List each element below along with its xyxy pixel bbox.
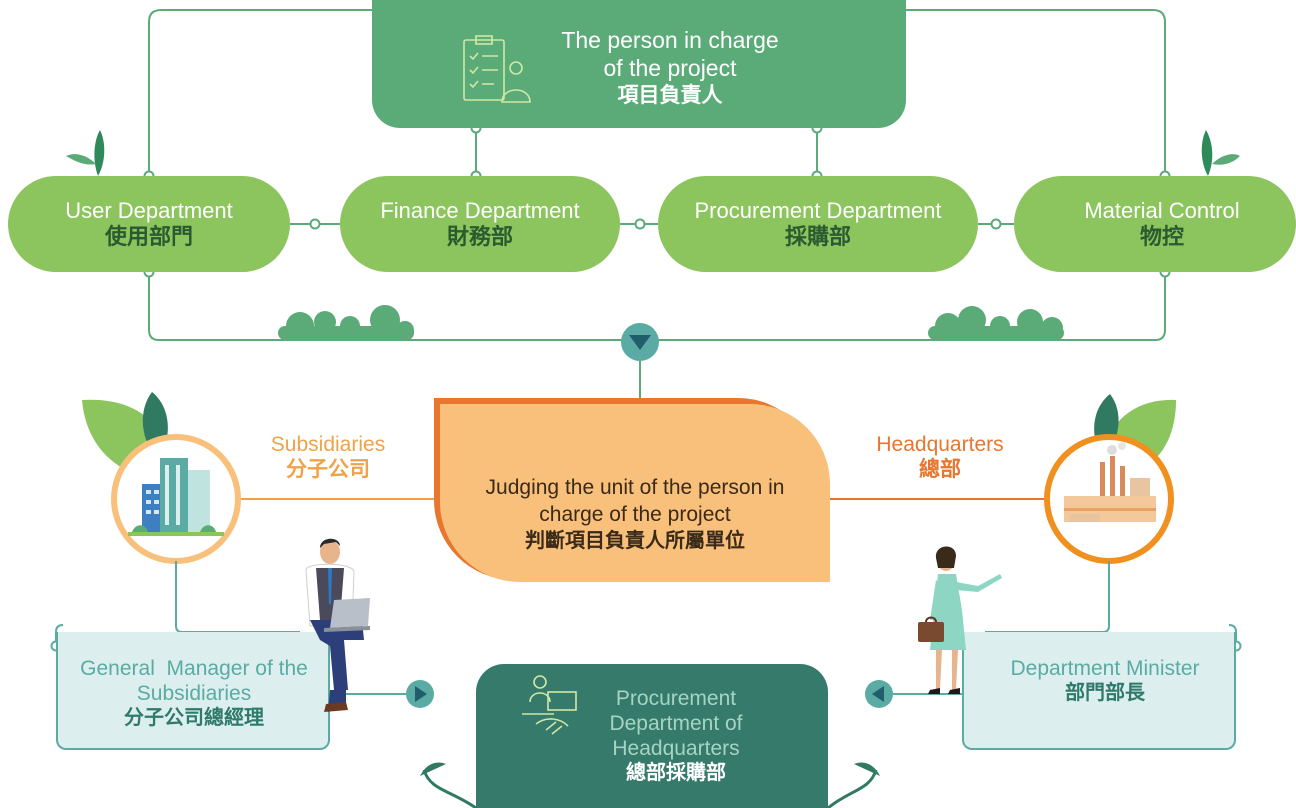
- subsidiaries-label-zh: 分子公司: [286, 458, 370, 482]
- top-box-label: The person in charge of the project 項目負責…: [520, 26, 820, 110]
- connector-top-left: [148, 9, 372, 176]
- department-minister-label: Department Minister 部門部長: [1010, 656, 1200, 706]
- dept-label-material-en: Material Control: [1084, 198, 1240, 223]
- hq-procurement-label-en: Procurement Department of Headquarters: [609, 687, 743, 760]
- top-box: [372, 0, 906, 128]
- sprout-left: [66, 130, 105, 176]
- dept-pill-material: [1014, 176, 1296, 272]
- top-box-label-en: The person in charge of the project: [561, 27, 779, 81]
- headquarters-label: Headquarters 總部: [860, 432, 1020, 482]
- general-manager-label-zh: 分子公司總經理: [124, 707, 264, 729]
- dept-label-user: User Department 使用部門: [8, 198, 290, 251]
- department-minister-box: [962, 632, 1236, 750]
- curl-left-leaf: [420, 762, 446, 776]
- center-box-label: Judging the unit of the person in charge…: [460, 474, 810, 555]
- curl-right-leaf: [854, 762, 880, 776]
- bush-right: [928, 306, 1064, 340]
- subsidiaries-label-en: Subsidiaries: [270, 433, 386, 456]
- curl-left: [422, 769, 477, 808]
- play-left-icon: [865, 680, 893, 708]
- connector-top-right: [906, 9, 1166, 176]
- frame-left: [55, 624, 64, 646]
- curl-right: [827, 769, 878, 808]
- dept-pill-finance: [340, 176, 620, 272]
- headquarters-label-en: Headquarters: [876, 433, 1004, 456]
- node-dots: [143, 122, 1171, 278]
- dept-label-user-zh: 使用部門: [104, 224, 193, 250]
- factory-icon: [1044, 434, 1174, 564]
- sprout-right: [1201, 130, 1240, 176]
- play-right-icon: [406, 680, 434, 708]
- general-manager-label-en: General Manager of the Subsidiaries: [80, 657, 314, 705]
- dept-label-finance-en: Finance Department: [380, 198, 580, 223]
- dept-label-procurement-zh: 採購部: [784, 224, 851, 250]
- frame-right: [1228, 624, 1237, 646]
- dept-label-procurement: Procurement Department 採購部: [658, 198, 978, 251]
- dept-label-material: Material Control 物控: [1024, 198, 1296, 251]
- dept-label-user-en: User Department: [65, 198, 233, 223]
- chevron-down-icon: [621, 323, 659, 361]
- dept-pill-user: [8, 176, 290, 272]
- connector-left-down: [175, 561, 300, 633]
- hq-procurement-label: Procurement Department of Headquarters 總…: [586, 686, 766, 786]
- top-box-label-zh: 項目負責人: [617, 84, 723, 107]
- dept-label-finance-zh: 財務部: [446, 224, 513, 250]
- dept-label-material-zh: 物控: [1139, 224, 1184, 250]
- subsidiaries-label: Subsidiaries 分子公司: [250, 432, 406, 482]
- center-box-label-en: Judging the unit of the person in charge…: [485, 476, 785, 526]
- office-building-icon: [111, 434, 241, 564]
- center-box: [440, 404, 830, 582]
- hq-procurement-label-zh: 總部採購部: [626, 762, 726, 784]
- department-minister-label-en: Department Minister: [1010, 657, 1200, 680]
- bush-left: [278, 305, 414, 340]
- department-minister-label-zh: 部門部長: [1065, 682, 1145, 704]
- dept-pill-procurement: [658, 176, 978, 272]
- connector-right-down: [985, 561, 1110, 633]
- headquarters-label-zh: 總部: [919, 458, 961, 482]
- center-box-label-zh: 判斷項目負責人所屬單位: [525, 530, 745, 552]
- dept-label-procurement-en: Procurement Department: [694, 198, 942, 223]
- general-manager-label: General Manager of the Subsidiaries 分子公司…: [70, 656, 318, 731]
- dept-label-finance: Finance Department 財務部: [340, 198, 620, 251]
